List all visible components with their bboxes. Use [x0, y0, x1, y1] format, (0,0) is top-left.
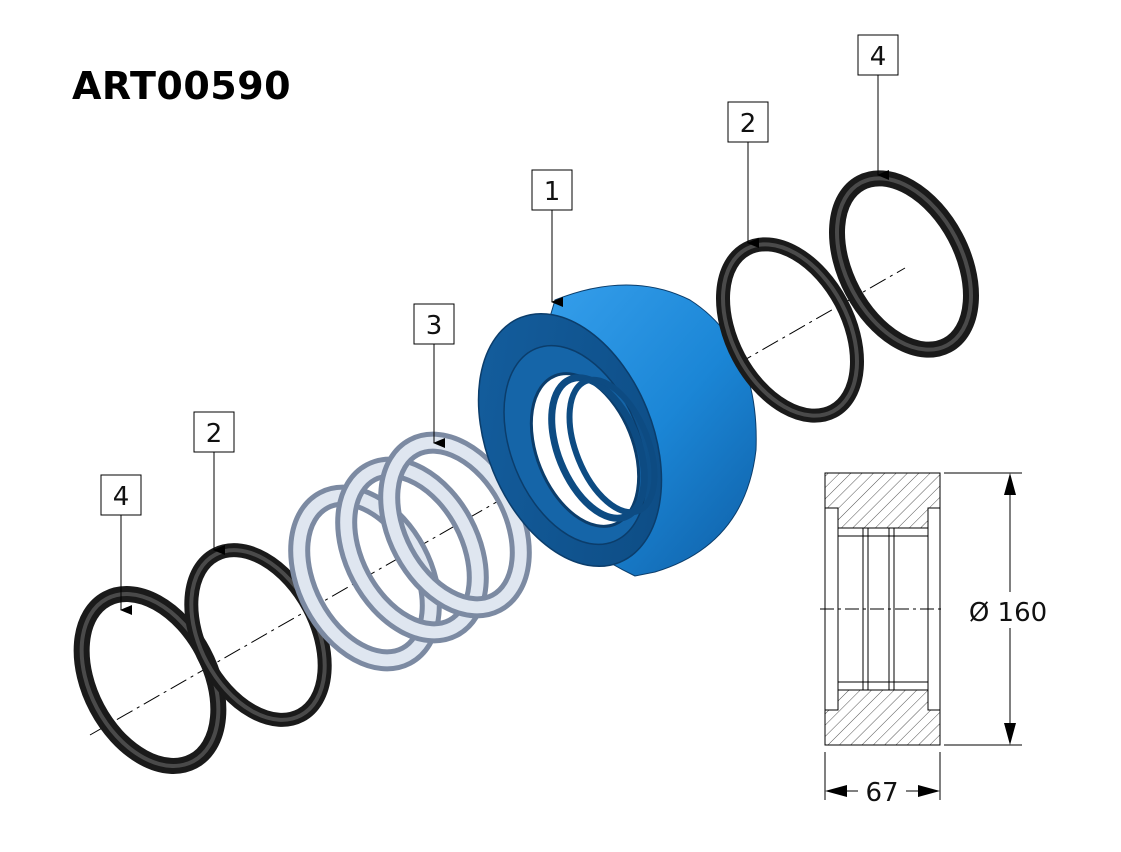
svg-text:4: 4 — [113, 482, 130, 512]
dimension-width: 67 — [824, 752, 941, 808]
svg-text:4: 4 — [870, 42, 887, 72]
callout-item1: 1 — [531, 169, 573, 307]
svg-text:1: 1 — [544, 177, 561, 207]
svg-text:Ø 160: Ø 160 — [969, 598, 1047, 628]
callout-item2-left: 2 — [193, 411, 235, 555]
seal-ring-item4-right — [829, 170, 979, 358]
callout-item4-left: 4 — [100, 474, 142, 615]
svg-text:2: 2 — [206, 419, 223, 449]
svg-text:2: 2 — [740, 109, 757, 139]
drawing-title: ART00590 — [72, 64, 292, 108]
callout-item2-right: 2 — [727, 101, 769, 248]
callout-item3: 3 — [413, 303, 455, 448]
section-view — [820, 472, 944, 746]
piston-body-item1 — [477, 284, 757, 577]
seal-ring-item2-right — [716, 237, 864, 423]
svg-text:67: 67 — [865, 778, 898, 808]
callout-item4-right: 4 — [857, 34, 899, 180]
dimension-diameter: Ø 160 — [944, 472, 1060, 746]
svg-text:3: 3 — [426, 311, 443, 341]
